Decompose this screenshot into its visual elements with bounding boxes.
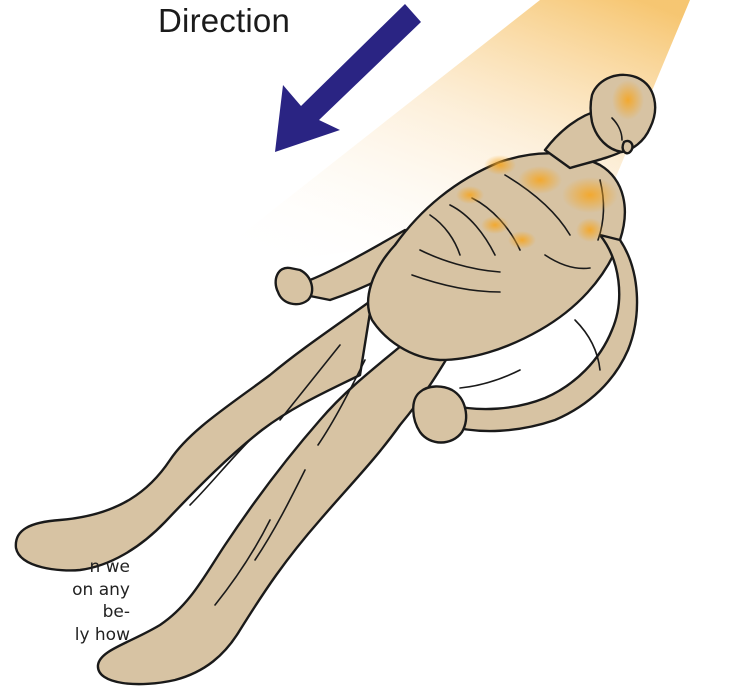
body-text-line: n we xyxy=(0,556,130,579)
body-text-line: ly how xyxy=(0,624,130,647)
cropped-body-text: n we on any be- ly how xyxy=(0,556,130,646)
body-text-line: on any xyxy=(0,579,130,602)
body-text-line: be- xyxy=(0,601,130,624)
direction-label: Direction xyxy=(158,2,290,40)
